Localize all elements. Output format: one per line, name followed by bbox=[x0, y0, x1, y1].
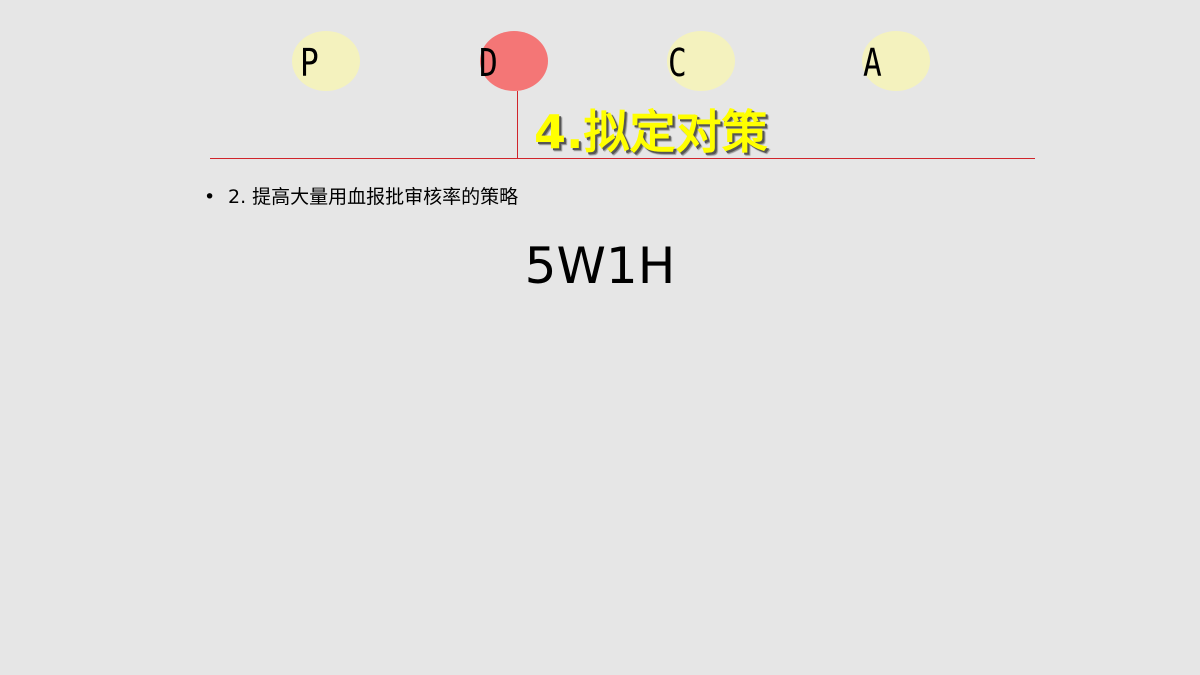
bullet-text: 2. 提高大量用血报批审核率的策略 bbox=[228, 186, 519, 208]
connector-line bbox=[517, 91, 518, 158]
bullet-item: • 2. 提高大量用血报批审核率的策略 bbox=[204, 184, 518, 210]
slide-title: 4.拟定对策 bbox=[534, 105, 768, 159]
pdca-letter-d: D bbox=[479, 41, 498, 85]
pdca-letter-p: P bbox=[300, 41, 319, 85]
center-heading: 5W1H bbox=[524, 237, 676, 295]
pdca-letter-c: C bbox=[668, 41, 687, 85]
pdca-circle-a bbox=[862, 31, 930, 91]
pdca-circle-d-active bbox=[480, 31, 548, 91]
pdca-circle-p bbox=[292, 31, 360, 91]
pdca-circle-c bbox=[667, 31, 735, 91]
pdca-letter-a: A bbox=[863, 41, 882, 85]
bullet-marker: • bbox=[204, 186, 216, 208]
title-rule bbox=[210, 158, 1035, 159]
